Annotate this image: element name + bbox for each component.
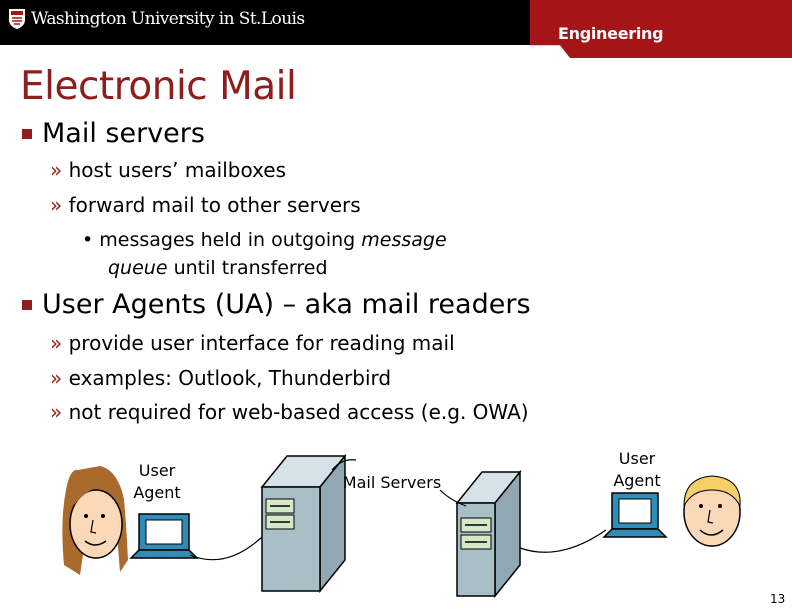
university-logo[interactable]: Washington University in St.Louis [8, 8, 305, 30]
university-wordmark: Washington University in St.Louis [31, 9, 305, 29]
engineering-label: Engineering [558, 24, 664, 43]
connection-line [331, 459, 357, 471]
subsub-bullet-continuation: queue until transferred [108, 257, 328, 279]
sub-bullet: » host users’ mailboxes [50, 158, 287, 182]
subsub-bullet: • messages held in outgoing message [82, 229, 447, 251]
laptop-icon [129, 513, 199, 559]
laptop-icon [602, 492, 668, 538]
woman-face-icon [62, 466, 128, 575]
left-user-agent-label: User Agent [133, 461, 181, 502]
connection-line [189, 536, 263, 561]
sub-bullet: » provide user interface for reading mai… [50, 331, 455, 355]
bullet-square [22, 300, 32, 310]
right-user-agent-label: User Agent [613, 449, 661, 490]
slide-title: Electronic Mail [20, 64, 297, 109]
sub-bullet: » forward mail to other servers [50, 193, 361, 217]
bullet-mail-servers: Mail servers [42, 118, 205, 149]
server-icon [260, 453, 347, 594]
mail-servers-label: Mail Servers [342, 473, 442, 492]
sub-bullet: » not required for web-based access (e.g… [50, 400, 529, 424]
bullet-user-agents: User Agents (UA) – aka mail readers [42, 289, 531, 320]
connection-line [519, 529, 607, 553]
shield-crest-icon [9, 9, 25, 29]
bullet-square [22, 129, 32, 139]
engineering-tab[interactable]: Engineering [530, 0, 792, 58]
sub-bullet: » examples: Outlook, Thunderbird [50, 366, 392, 390]
man-face-icon [683, 475, 741, 547]
page-number: 13 [770, 592, 786, 606]
server-icon [455, 469, 522, 599]
